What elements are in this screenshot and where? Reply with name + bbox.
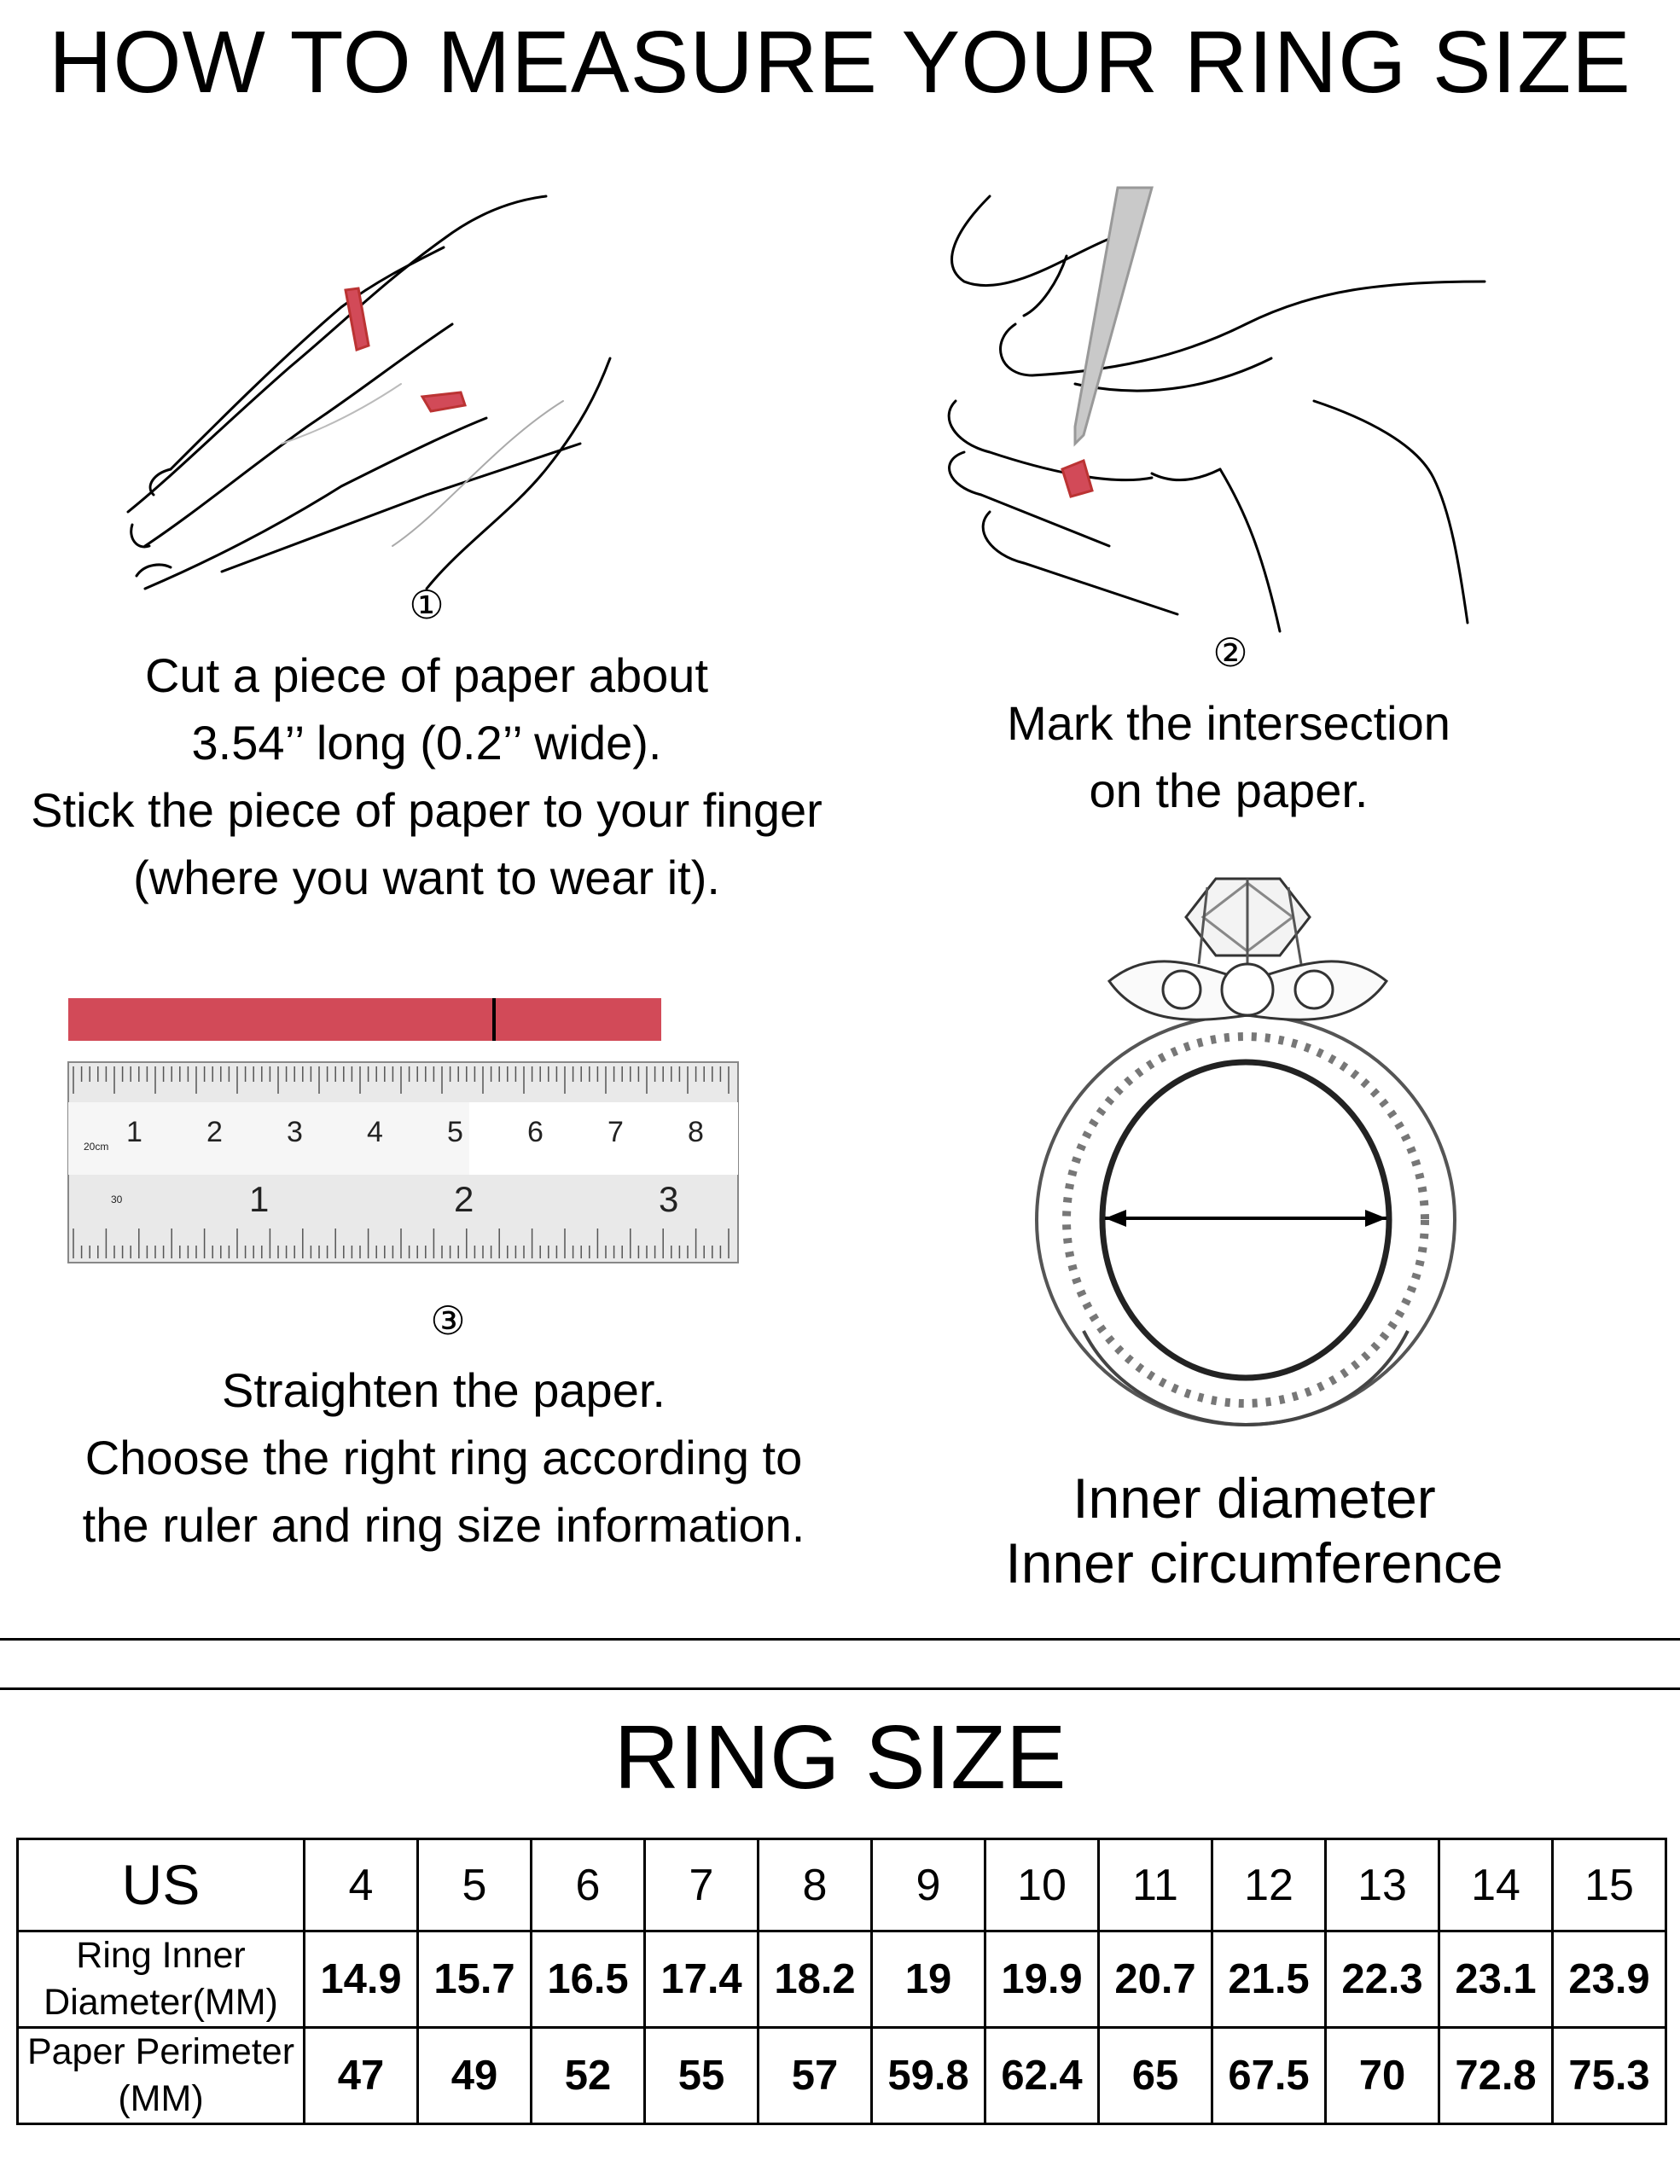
table-cell: 8 — [757, 1838, 873, 1932]
table-cell: 9 — [870, 1838, 986, 1932]
table-cell: 55 — [643, 2026, 759, 2125]
ruler-inch-number: 1 — [249, 1179, 269, 1219]
table-cell: 72.8 — [1438, 2026, 1554, 2125]
step-1-line: (where you want to wear it). — [133, 851, 720, 904]
step-1-text: Cut a piece of paper about 3.54’’ long (… — [0, 642, 853, 911]
row-header: Ring Inner Diameter(MM) — [16, 1930, 305, 2029]
ruler-cm-number: 3 — [287, 1116, 303, 1148]
ruler-inch-number: 3 — [659, 1179, 678, 1219]
ruler-cm-number: 7 — [607, 1116, 624, 1148]
table-cell: 65 — [1097, 2026, 1213, 2125]
step-3-number: ③ — [430, 1298, 466, 1344]
table-cell: 17.4 — [643, 1930, 759, 2029]
table-cell: 12 — [1211, 1838, 1327, 1932]
step-3-text: Straighten the paper. Choose the right r… — [17, 1356, 870, 1559]
table-cell: 7 — [643, 1838, 759, 1932]
ruler-inch-number: 2 — [454, 1179, 474, 1219]
table-cell: 70 — [1324, 2026, 1440, 2125]
step-3-line: Choose the right ring according to — [84, 1431, 803, 1484]
table-cell: 15 — [1551, 1838, 1667, 1932]
table-cell: 19 — [870, 1930, 986, 2029]
table-cell: 59.8 — [870, 2026, 986, 2125]
table-cell: 18.2 — [757, 1930, 873, 2029]
ruler-cm-label: 20cm — [84, 1141, 108, 1153]
inner-circumference-label: Inner circumference — [1005, 1531, 1503, 1594]
table-cell: 5 — [416, 1838, 532, 1932]
ruler-cm-number: 1 — [126, 1116, 142, 1148]
paper-strip — [68, 998, 661, 1041]
hand-with-paper-strip-illustration — [126, 195, 612, 590]
table-cell: 4 — [303, 1838, 419, 1932]
table-cell: 67.5 — [1211, 2026, 1327, 2125]
step-2-text: Mark the intersection on the paper. — [930, 689, 1527, 824]
step-1-line: 3.54’’ long (0.2’’ wide). — [191, 716, 662, 770]
step-1-line: Stick the piece of paper to your finger — [31, 783, 823, 837]
table-cell: 22.3 — [1324, 1930, 1440, 2029]
divider — [0, 1687, 1680, 1690]
step-2-number: ② — [1212, 630, 1248, 676]
table-cell: 15.7 — [416, 1930, 532, 2029]
table-cell: 6 — [530, 1838, 646, 1932]
ruler-cm-number: 6 — [527, 1116, 544, 1148]
row-header: US — [16, 1838, 305, 1932]
table-cell: 23.1 — [1438, 1930, 1554, 2029]
table-cell: 10 — [984, 1838, 1100, 1932]
step-3-line: Straighten the paper. — [222, 1363, 666, 1417]
table-cell: 20.7 — [1097, 1930, 1213, 2029]
table-cell: 75.3 — [1551, 2026, 1667, 2125]
ruler-cm-number: 8 — [688, 1116, 704, 1148]
table-cell: 14 — [1438, 1838, 1554, 1932]
table-cell: 16.5 — [530, 1930, 646, 2029]
table-cell: 21.5 — [1211, 1930, 1327, 2029]
divider — [0, 1638, 1680, 1641]
page-title: HOW TO MEASURE YOUR RING SIZE — [49, 13, 1631, 111]
table-cell: 23.9 — [1551, 1930, 1667, 2029]
ruler-cm-number: 4 — [367, 1116, 383, 1148]
table-cell: 47 — [303, 2026, 419, 2125]
row-header: Paper Perimeter (MM) — [16, 2026, 305, 2125]
step-2-line: on the paper. — [1089, 764, 1369, 817]
table-cell: 11 — [1097, 1838, 1213, 1932]
step-1-number: ① — [409, 582, 445, 628]
ruler-inch-label: 30 — [111, 1194, 123, 1205]
inner-diameter-label: Inner diameter — [1073, 1467, 1436, 1530]
ruler-cm-number: 2 — [206, 1116, 223, 1148]
step-2-line: Mark the intersection — [1007, 696, 1450, 750]
table-cell: 13 — [1324, 1838, 1440, 1932]
table-cell: 49 — [416, 2026, 532, 2125]
table-cell: 14.9 — [303, 1930, 419, 2029]
ruler-cm-number: 5 — [447, 1116, 463, 1148]
table-cell: 19.9 — [984, 1930, 1100, 2029]
step-3-line: the ruler and ring size information. — [82, 1498, 805, 1552]
table-cell: 62.4 — [984, 2026, 1100, 2125]
ring-measure-labels: Inner diameter Inner circumference — [939, 1466, 1570, 1595]
table-cell: 52 — [530, 2026, 646, 2125]
table-cell: 57 — [757, 2026, 873, 2125]
diamond-ring-illustration — [1035, 877, 1456, 1427]
step-1-line: Cut a piece of paper about — [144, 648, 709, 702]
hand-marking-pen-illustration — [947, 186, 1486, 633]
ring-size-title: RING SIZE — [613, 1707, 1067, 1808]
